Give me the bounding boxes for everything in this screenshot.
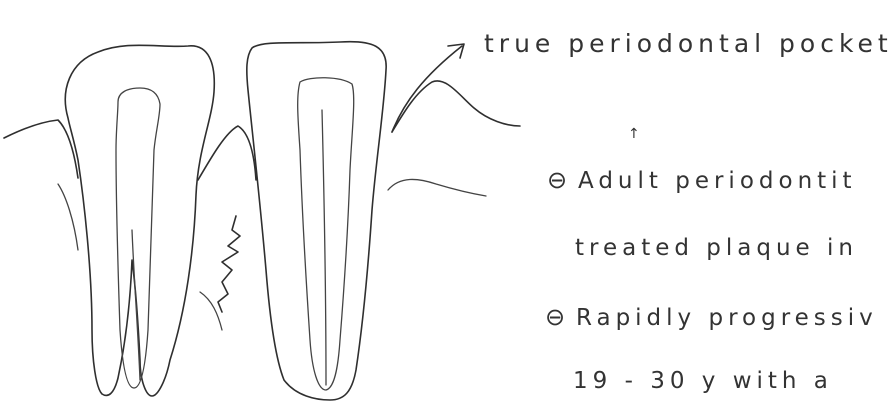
gum-line-left [4,120,78,178]
pocket-label: true periodontal pocket [484,29,893,58]
note-2-bullet: ⊖ [545,303,570,331]
note-1-line2: treated plaque in [575,235,858,261]
gum-line-right [392,81,520,132]
note-2-line2: 19 - 30 y with a [573,368,833,394]
note-1-bullet: ⊖ [547,166,572,194]
interdental-gum [198,126,256,180]
bone-line-right [388,179,486,196]
pocket-arrow [392,46,462,132]
bone-line-inner [200,292,222,330]
right-tooth-canal [322,110,326,385]
right-tooth-outline [247,42,386,400]
note-1-line1: Adult periodontit [578,168,857,194]
small-mark: ↑ [628,126,645,142]
left-tooth-outline [65,45,214,396]
left-tooth-inner-line [132,230,140,380]
pocket-jagged-line [218,216,240,312]
note-2-line1: Rapidly progressiv [576,305,878,331]
bone-line-left [58,184,78,250]
